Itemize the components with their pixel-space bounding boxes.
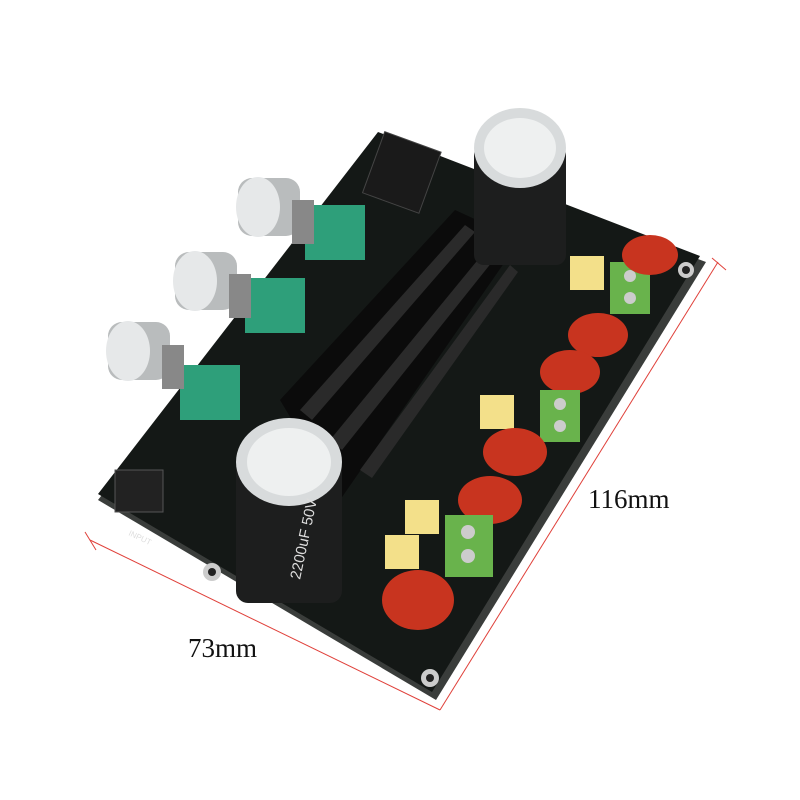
inductor-coil [458,476,522,524]
film-capacitor [405,500,439,534]
inductor-coil [483,428,547,476]
inductor-coil [382,570,454,630]
output-section-3 [382,500,493,630]
knob-1[interactable] [236,177,365,260]
output-section-1 [540,235,678,394]
potentiometer [245,278,305,333]
terminal-block [445,515,493,577]
inductor-coil [568,313,628,357]
input-label: INPUT [127,529,153,547]
heatsink [280,210,520,500]
dc-power-jack [361,131,442,214]
capacitor-large-top [474,108,566,265]
dimension-tick [711,257,727,271]
width-dimension-label: 73mm [188,633,258,663]
audio-input-jack [114,469,164,513]
dimension-tick [84,531,97,551]
film-capacitor [385,535,419,569]
inductor-coil [540,350,600,394]
width-dimension-line [89,539,441,711]
length-dimension-line [439,261,719,711]
knob-2[interactable] [173,251,305,333]
length-dimension-label: 116mm [588,484,670,514]
film-capacitor [480,395,514,429]
knob-3[interactable] [106,321,240,420]
output-section-2 [458,390,580,524]
potentiometer [180,365,240,420]
capacitor-large-bottom: 2200uF 50V [236,418,342,603]
potentiometer [305,205,365,260]
inductor-coil [622,235,678,275]
terminal-block [540,390,580,442]
film-capacitor [570,256,604,290]
